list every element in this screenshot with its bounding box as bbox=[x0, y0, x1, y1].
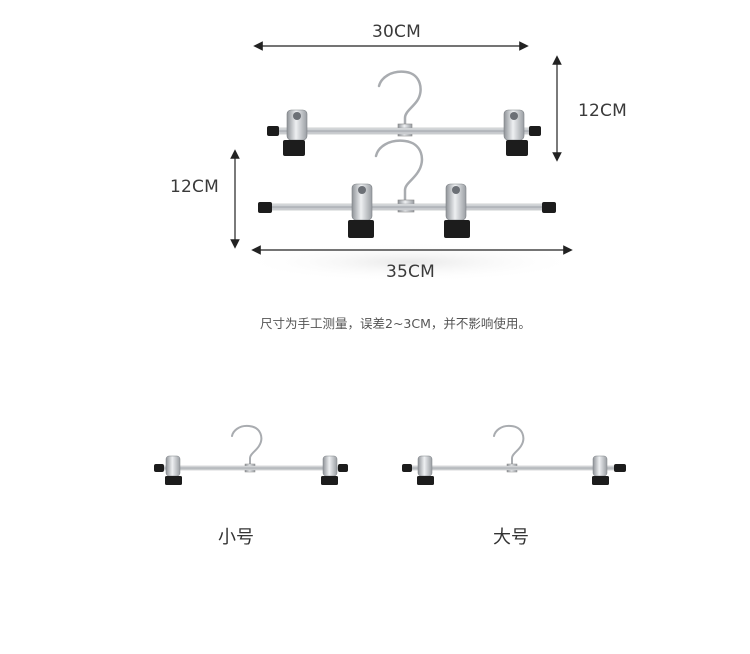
hanger-35cm bbox=[258, 139, 556, 238]
hanger-30cm bbox=[267, 70, 541, 156]
small-size-label: 小号 bbox=[218, 527, 254, 548]
hanger-hook bbox=[377, 70, 422, 130]
hanger-hook bbox=[493, 424, 525, 469]
hanger-hook bbox=[374, 139, 424, 206]
hanger-small bbox=[154, 424, 348, 485]
bottom-width-label: 35CM bbox=[386, 262, 435, 282]
left-height-label: 12CM bbox=[170, 177, 219, 197]
hanger-large bbox=[402, 424, 626, 485]
measurement-note: 尺寸为手工测量，误差2~3CM，并不影响使用。 bbox=[260, 316, 531, 331]
large-size-label: 大号 bbox=[493, 527, 529, 548]
hanger-hook bbox=[231, 424, 263, 469]
top-height-label: 12CM bbox=[578, 101, 627, 121]
top-width-label: 30CM bbox=[372, 22, 421, 42]
